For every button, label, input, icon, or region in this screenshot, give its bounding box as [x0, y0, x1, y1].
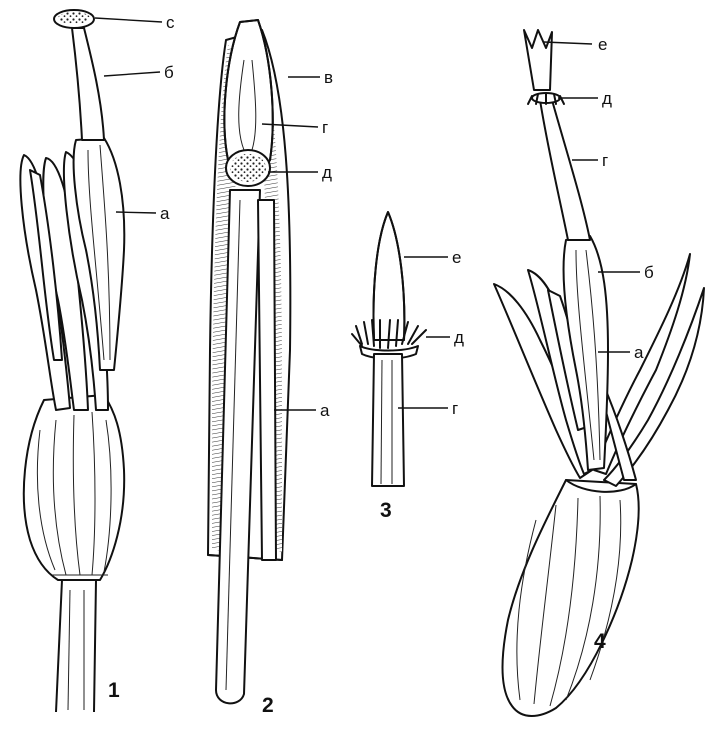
fig3-label-g: г: [452, 399, 458, 418]
fig3-label-d: д: [454, 328, 464, 347]
fig4-label-d: д: [602, 89, 612, 108]
figure-1-drawing: [20, 10, 124, 712]
fig1-number: 1: [108, 679, 120, 702]
fig3-number: 3: [380, 499, 392, 522]
figure-2-drawing: [208, 20, 290, 703]
fig2-label-g: г: [322, 118, 328, 137]
fig4-label-b: б: [644, 263, 654, 282]
fig2-label-a: а: [320, 401, 330, 420]
fig4-label-e: е: [598, 35, 607, 54]
fig2-number: 2: [262, 694, 274, 717]
fig2-label-d: д: [322, 163, 332, 182]
fig4-label-a: а: [634, 343, 644, 362]
fig1-label-b: б: [164, 63, 174, 82]
fig1-label-a: а: [160, 204, 170, 223]
figure-3-drawing: [352, 212, 426, 486]
fig4-label-g: г: [602, 151, 608, 170]
fig4-number: 4: [594, 630, 606, 653]
fig2-label-v: в: [324, 68, 333, 87]
fig1-label-top: с: [166, 13, 175, 32]
fig3-label-e: е: [452, 248, 461, 267]
figure-4-drawing: [494, 30, 704, 716]
